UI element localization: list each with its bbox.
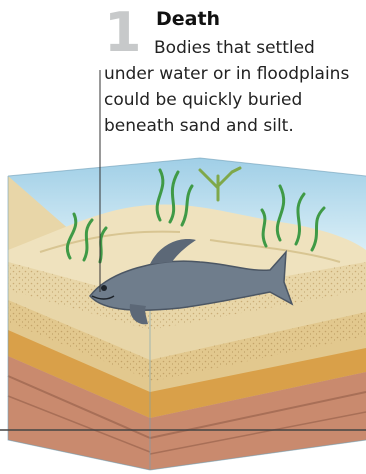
caption-line: Bodies that settled [154,38,315,58]
caption-block: 1 Death Bodies that settled under water … [0,0,366,160]
caption-line: could be quickly buried [104,90,302,110]
caption-title: Death [156,8,220,30]
step-number: 1 [104,6,142,60]
caption-line: under water or in floodplains [104,64,349,84]
caption-line: beneath sand and silt. [104,116,294,136]
